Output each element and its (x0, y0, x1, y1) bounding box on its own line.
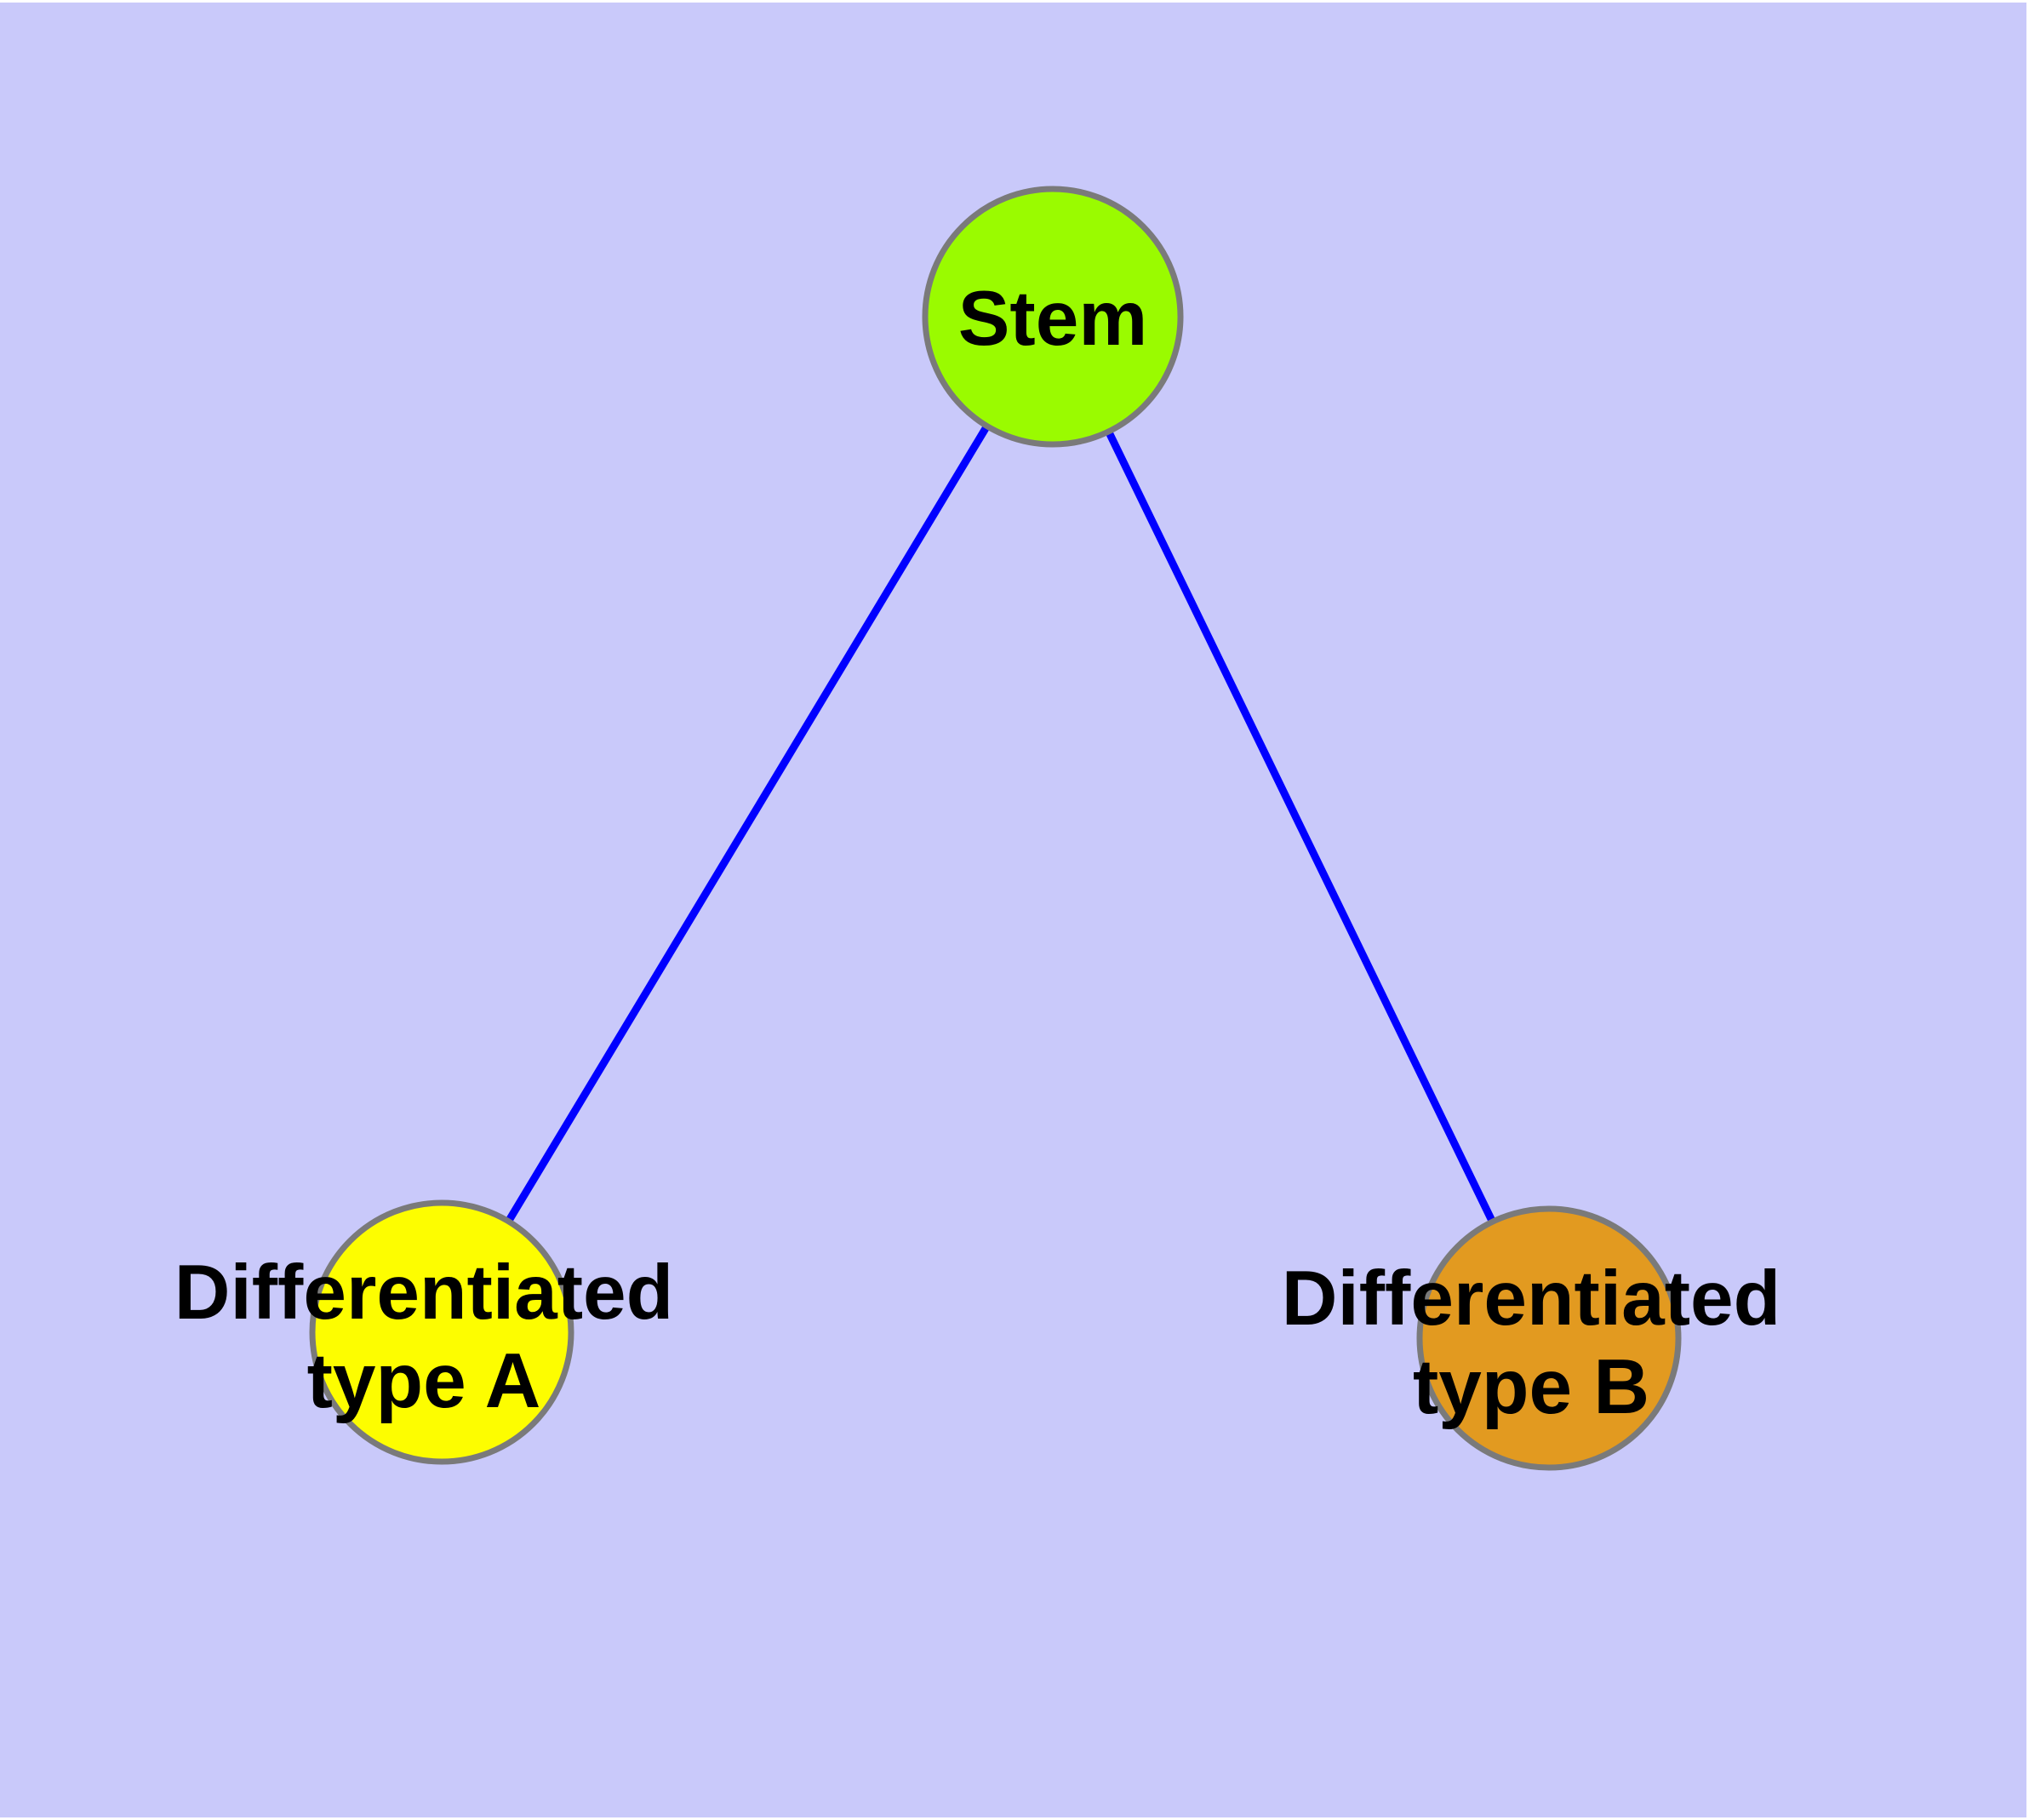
edge-stem-to-type-b (1049, 315, 1553, 1340)
stem-node-circle (922, 186, 1184, 448)
type-a-node-label-line1: Differentiated (174, 1250, 674, 1336)
type-b-node-label-line2: type B (1413, 1344, 1649, 1430)
type-a-node-circle (309, 1199, 574, 1465)
stem-node-label: Stem (958, 276, 1148, 362)
type-a-node-label-line2: type A (307, 1338, 541, 1424)
edge-stem-to-type-a (438, 314, 1056, 1335)
type-b-node-label-line1: Differentiated (1282, 1256, 1781, 1342)
type-b-node-circle (1416, 1205, 1682, 1471)
